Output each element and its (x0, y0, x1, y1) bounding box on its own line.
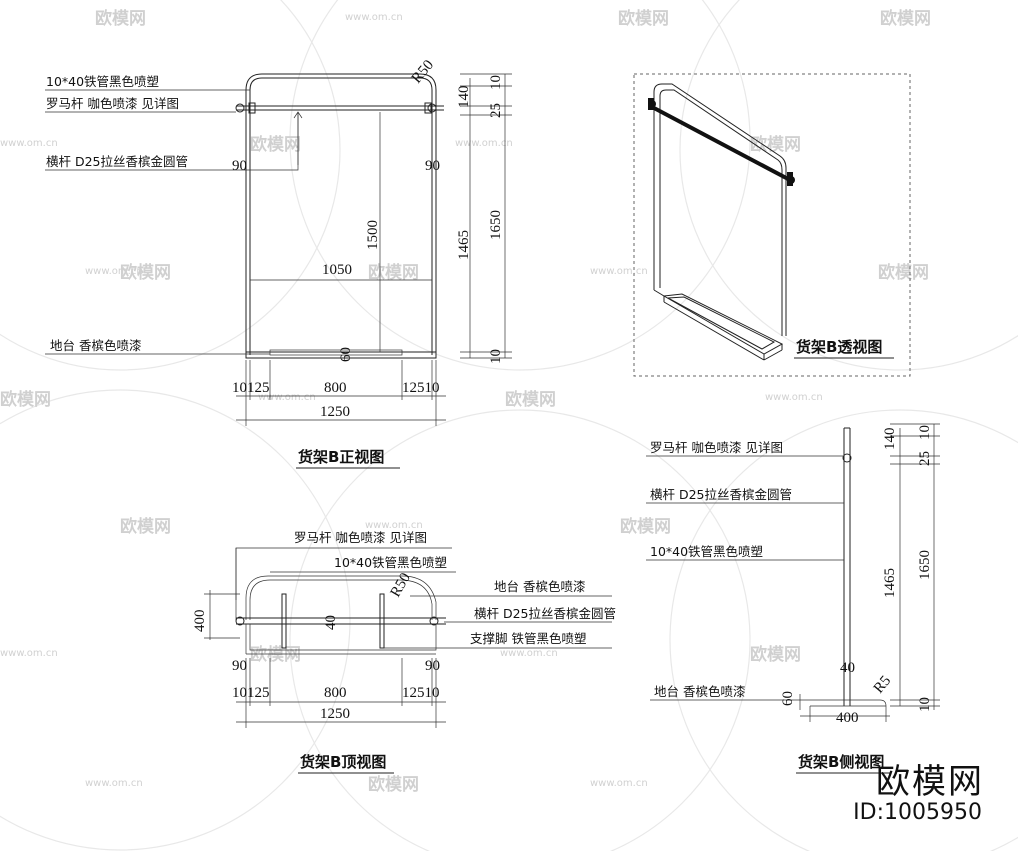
top-dim-12510: 12510 (402, 685, 440, 701)
top-dim-90-left: 90 (232, 658, 247, 674)
front-view-title: 货架B正视图 (298, 448, 384, 466)
top-label-crossbar: 横杆 D25拉丝香槟金圆管 (474, 606, 616, 621)
label-crossbar: 横杆 D25拉丝香槟金圆管 (46, 154, 188, 169)
label-tube: 10*40铁管黑色喷塑 (46, 74, 159, 89)
watermark-text: 欧模网 (505, 389, 556, 410)
brand-id: ID:1005950 (853, 800, 982, 825)
watermark-text: 欧模网 (120, 516, 171, 537)
watermark-text: 欧模网 (250, 644, 301, 665)
side-dim-r5: R5 (871, 673, 895, 697)
dim-25: 25 (488, 103, 504, 118)
watermark-text: 欧模网 (368, 774, 419, 795)
side-dim-10-top: 10 (917, 425, 933, 440)
side-dim-400: 400 (836, 710, 859, 726)
side-dim-60: 60 (780, 691, 796, 706)
dim-800: 800 (324, 380, 347, 396)
side-dim-1465: 1465 (882, 568, 898, 598)
dim-10-bottom: 10 (488, 349, 504, 364)
watermark-text: 欧模网 (368, 262, 419, 283)
dim-10-top: 10 (488, 75, 504, 90)
watermark-url: www.om.cn (0, 138, 58, 149)
dim-140: 140 (456, 86, 472, 109)
watermark-url: www.om.cn (258, 392, 316, 403)
top-dim-1250: 1250 (320, 706, 350, 722)
front-view: 10*40铁管黑色喷塑 罗马杆 咖色喷漆 见详图 横杆 D25拉丝香槟金圆管 地… (45, 57, 512, 469)
watermark-url: www.om.cn (345, 12, 403, 23)
watermark-url: www.om.cn (590, 778, 648, 789)
dim-90-right: 90 (425, 158, 440, 174)
side-view-title: 货架B侧视图 (798, 753, 884, 771)
watermark-text: 欧模网 (95, 8, 146, 29)
top-dim-40: 40 (323, 615, 339, 630)
side-dim-140: 140 (882, 428, 898, 451)
watermark-text: 欧模网 (0, 389, 51, 410)
top-dim-r50: R50 (388, 570, 414, 600)
roman-rod (235, 102, 444, 114)
perspective-view: 货架B透视图 (633, 73, 911, 377)
dim-60: 60 (338, 347, 354, 362)
top-dim-400: 400 (192, 610, 208, 633)
side-label-base: 地台 香槟色喷漆 (654, 684, 745, 699)
watermark-url: www.om.cn (0, 648, 58, 659)
watermark-text: 欧模网 (878, 262, 929, 283)
dim-1465: 1465 (456, 230, 472, 260)
top-label-base: 地台 香槟色喷漆 (494, 579, 585, 594)
watermark-url: www.om.cn (455, 138, 513, 149)
side-dim-10-bottom: 10 (917, 697, 933, 712)
perspective-view-title: 货架B透视图 (796, 338, 882, 356)
top-dim-800: 800 (324, 685, 347, 701)
brand-logo: 欧模网 (876, 762, 984, 802)
side-label-tube: 10*40铁管黑色喷塑 (650, 544, 763, 559)
watermark-url: www.om.cn (85, 266, 143, 277)
side-label-crossbar: 横杆 D25拉丝香槟金圆管 (650, 487, 792, 502)
top-dim-10125: 10125 (232, 685, 270, 701)
watermark-text: 欧模网 (880, 8, 931, 29)
dim-10125: 10125 (232, 380, 270, 396)
side-dim-1650: 1650 (917, 550, 933, 580)
dim-12510: 12510 (402, 380, 440, 396)
top-label-tube: 10*40铁管黑色喷塑 (334, 555, 447, 570)
watermark-text: 欧模网 (250, 134, 301, 155)
side-dim-25: 25 (917, 451, 933, 466)
watermark-text: 欧模网 (620, 516, 671, 537)
watermark-text: 欧模网 (750, 134, 801, 155)
dim-1650: 1650 (488, 210, 504, 240)
roman-rod-perspective (648, 98, 795, 186)
dim-1500: 1500 (365, 220, 381, 250)
side-dim-40: 40 (840, 660, 855, 676)
watermark-text: 欧模网 (618, 8, 669, 29)
dim-1250: 1250 (320, 404, 350, 420)
dim-r50: R50 (409, 57, 437, 86)
label-base: 地台 香槟色喷漆 (50, 338, 141, 353)
side-label-roman-rod: 罗马杆 咖色喷漆 见详图 (650, 440, 783, 455)
watermark-url: www.om.cn (590, 266, 648, 277)
watermark-url: www.om.cn (85, 778, 143, 789)
top-label-foot: 支撑脚 铁管黑色喷塑 (470, 631, 586, 646)
label-roman-rod: 罗马杆 咖色喷漆 见详图 (46, 96, 179, 111)
dim-90-left: 90 (232, 158, 247, 174)
top-view-title: 货架B顶视图 (300, 753, 386, 771)
watermark-text: 欧模网 (120, 262, 171, 283)
watermark-text: 欧模网 (750, 644, 801, 665)
top-label-roman-rod: 罗马杆 咖色喷漆 见详图 (294, 530, 427, 545)
watermark-url: www.om.cn (365, 520, 423, 531)
dim-1050: 1050 (322, 262, 352, 278)
watermark-url: www.om.cn (500, 648, 558, 659)
top-dim-90-right: 90 (425, 658, 440, 674)
side-view: 罗马杆 咖色喷漆 见详图 横杆 D25拉丝香槟金圆管 10*40铁管黑色喷塑 地… (646, 423, 940, 774)
watermark-url: www.om.cn (765, 392, 823, 403)
